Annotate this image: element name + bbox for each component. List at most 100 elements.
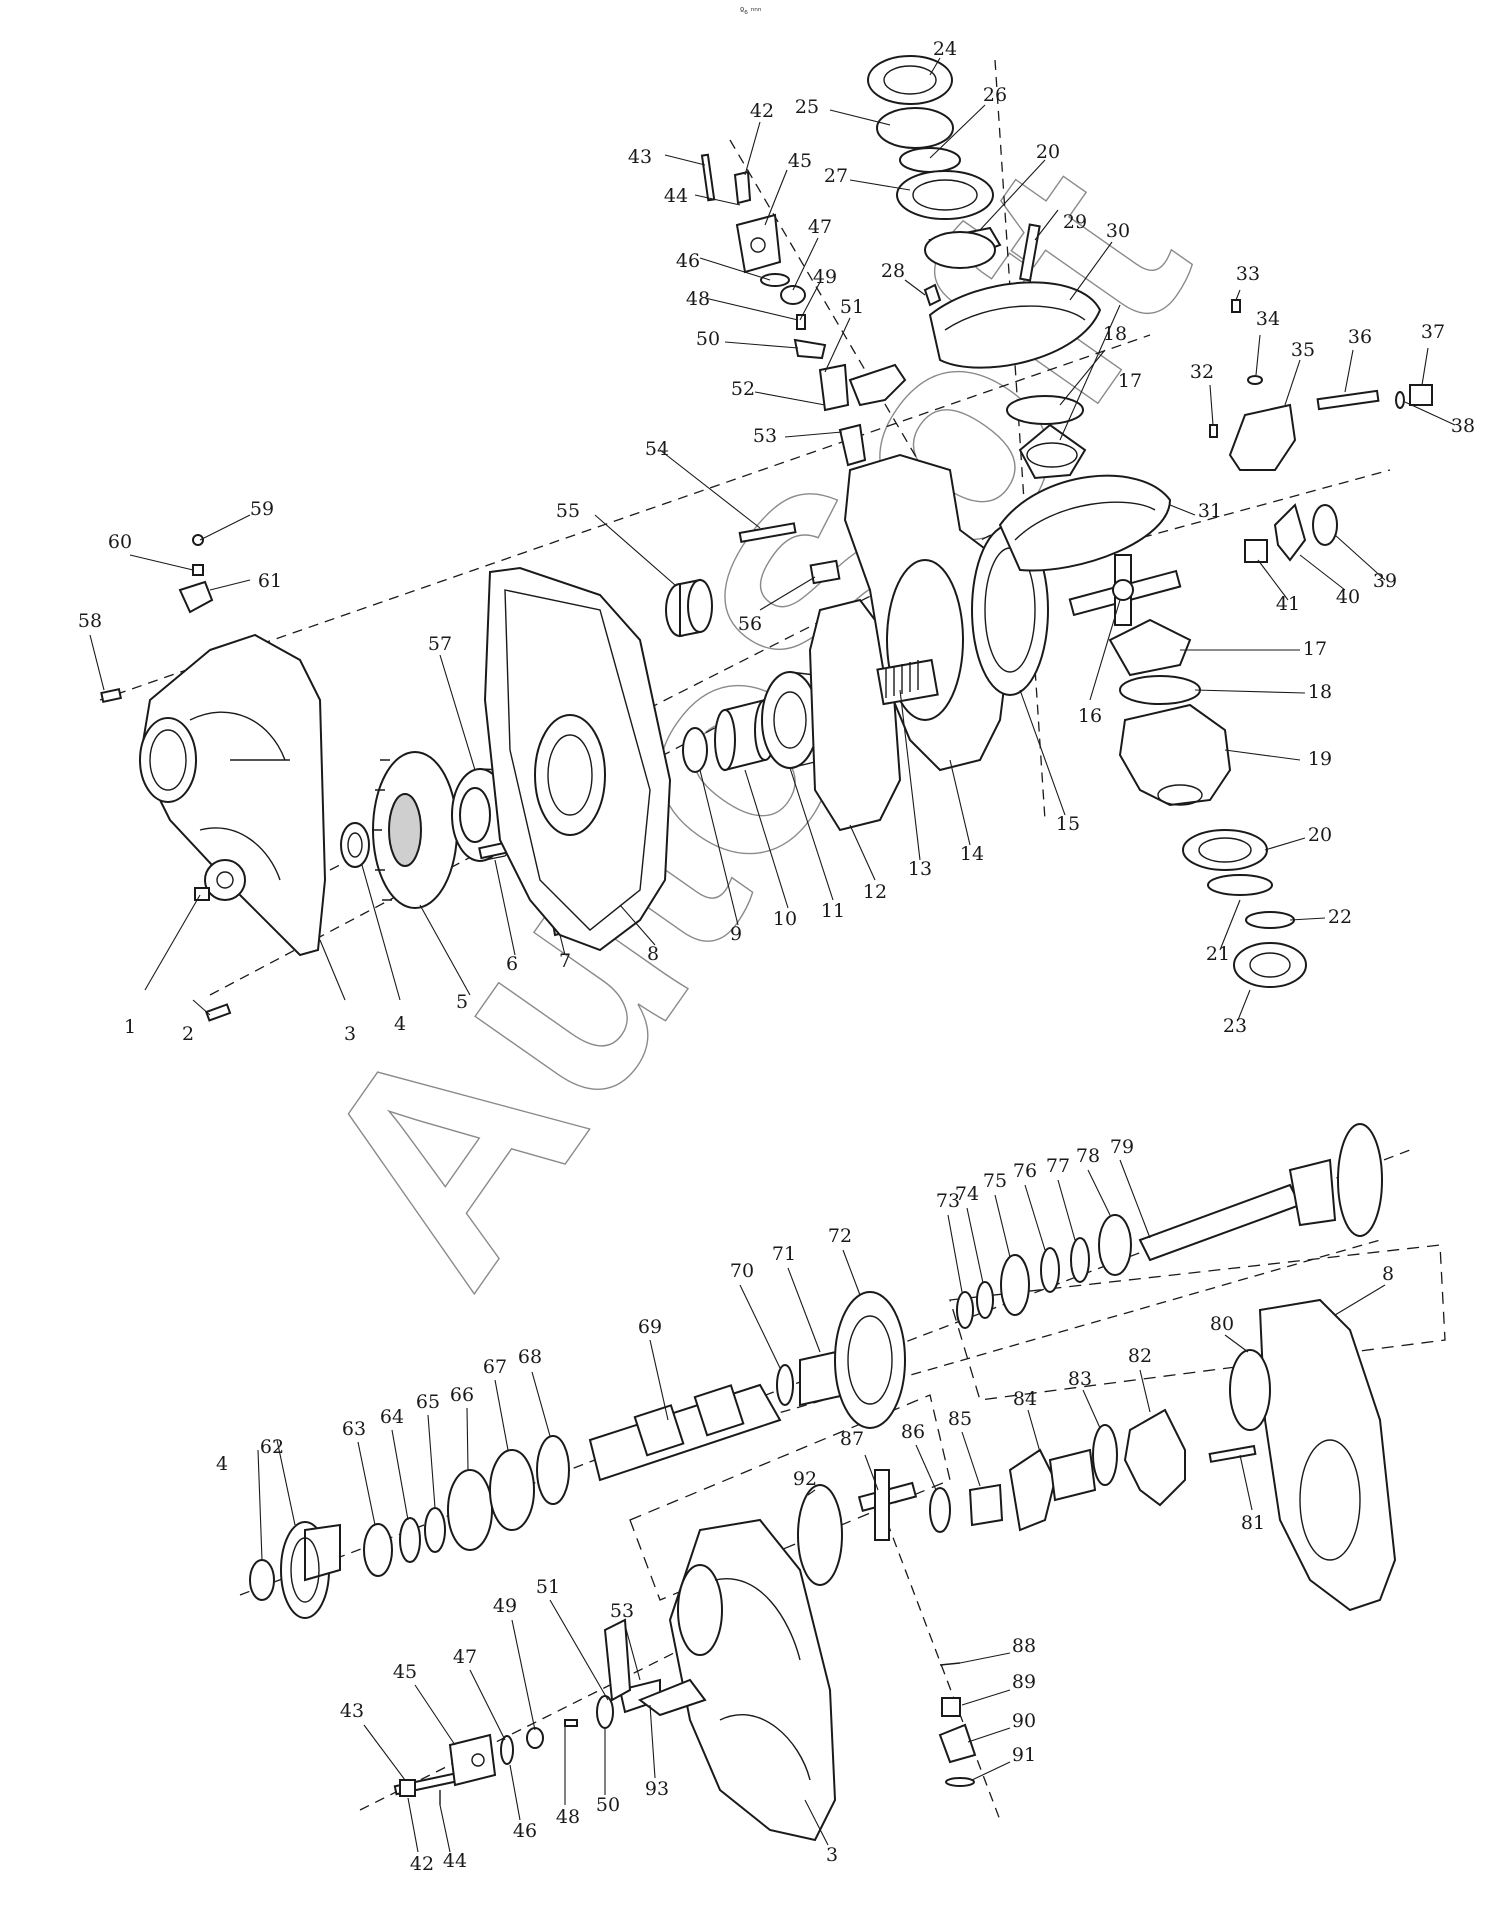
callout-label: 77 <box>1046 1155 1070 1177</box>
callout-label: 24 <box>933 38 957 60</box>
callout-label: 60 <box>108 531 132 553</box>
callout-label: 7 <box>559 950 571 972</box>
side-gear-17-part <box>1018 423 1087 480</box>
callout-label: 58 <box>78 610 102 632</box>
callout-label: 91 <box>1012 1744 1036 1766</box>
callout-label: 9 <box>730 923 742 945</box>
callout-label: 48 <box>556 1806 580 1828</box>
callout-label: 54 <box>645 438 669 460</box>
callout-label: 18 <box>1308 681 1332 703</box>
callout-label: 53 <box>753 425 777 447</box>
callout-label: 31 <box>1198 500 1222 522</box>
gear-84-part <box>1008 1448 1097 1532</box>
callout-label: 20 <box>1036 141 1060 163</box>
callout-label: 51 <box>840 296 864 318</box>
front-cover-part <box>138 633 327 957</box>
callout-label: 55 <box>556 500 580 522</box>
fork-35-part <box>1228 403 1297 471</box>
callout-label: 35 <box>1291 339 1315 361</box>
callout-label: 4 <box>394 1013 406 1035</box>
clip-38-part <box>1395 391 1405 409</box>
callout-label: 84 <box>1013 1388 1037 1410</box>
callout-label: 56 <box>738 613 762 635</box>
lower-diff-stack-part <box>1108 618 1307 988</box>
ring-64-part <box>399 1517 421 1563</box>
callout-label: 57 <box>428 633 452 655</box>
ring-65-part <box>424 1507 446 1553</box>
callout-label: 30 <box>1106 220 1130 242</box>
callout-label: 86 <box>901 1421 925 1443</box>
callout-label: 62 <box>260 1436 284 1458</box>
callout-label: 42 <box>410 1853 434 1875</box>
center-housing-8b-part <box>1258 1298 1397 1612</box>
callout-label: 4 <box>216 1453 228 1475</box>
long-bolt-part <box>738 522 797 543</box>
callout-label: 65 <box>416 1391 440 1413</box>
front-cover-3b-part <box>668 1518 837 1842</box>
callout-label: 18 <box>1103 323 1127 345</box>
pinion-40-part <box>1273 503 1307 562</box>
callout-label: 45 <box>788 150 812 172</box>
bearing-75-part <box>1000 1254 1030 1316</box>
callout-label: 20 <box>1308 824 1332 846</box>
callout-label: 53 <box>610 1600 634 1622</box>
callout-label: 38 <box>1451 415 1475 437</box>
callout-label: 68 <box>518 1346 542 1368</box>
plug-part <box>194 887 210 901</box>
callout-label: 17 <box>1303 638 1327 660</box>
sleeve-56-part <box>809 559 841 585</box>
callout-label: 39 <box>1373 570 1397 592</box>
callout-label: 16 <box>1078 705 1102 727</box>
callout-label: 90 <box>1012 1710 1036 1732</box>
callout-label: 1 <box>124 1016 136 1038</box>
cross-87-part <box>857 1469 918 1541</box>
gear-72-part <box>834 1291 906 1429</box>
shaft-36-part <box>1316 389 1380 411</box>
callout-label: 5 <box>456 991 468 1013</box>
callout-label: 12 <box>863 881 887 903</box>
callout-label: 49 <box>493 1595 517 1617</box>
flange-62-part <box>280 1521 341 1619</box>
callout-label: 43 <box>340 1700 364 1722</box>
callout-label: 83 <box>1068 1368 1092 1390</box>
shift-mechanism-part <box>700 153 907 467</box>
cover-82-part <box>1123 1408 1186 1507</box>
center-housing-part <box>483 566 672 952</box>
callout-label: 2 <box>182 1023 194 1045</box>
bushing-37-part <box>1409 384 1433 406</box>
callout-label: 10 <box>773 908 797 930</box>
callout-label: 19 <box>1308 748 1332 770</box>
seal-55-part <box>665 578 713 638</box>
screw-33-part <box>1231 299 1241 313</box>
sensor-part <box>178 534 214 614</box>
callout-label: 52 <box>731 378 755 400</box>
callout-label: 26 <box>983 84 1007 106</box>
top-mark: º₆ ⁿⁿⁿ <box>740 7 762 17</box>
callout-label: 29 <box>1063 211 1087 233</box>
washer-92-part <box>797 1484 843 1586</box>
callout-label: 42 <box>750 100 774 122</box>
callout-label: 40 <box>1336 586 1360 608</box>
cross-shaft-16-part <box>1068 554 1182 626</box>
washer-39-part <box>1312 504 1338 546</box>
callout-label: 93 <box>645 1778 669 1800</box>
callout-label: 17 <box>1118 370 1142 392</box>
bearing-78-part <box>1098 1214 1132 1276</box>
callout-label: 44 <box>664 185 688 207</box>
bearing-66-part <box>447 1469 493 1551</box>
callout-label: 15 <box>1056 813 1080 835</box>
dowel-pin-part <box>100 688 123 703</box>
callout-labels: 1 2 3 4 5 6 7 8 9 10 11 12 13 14 15 16 1… <box>78 38 1475 1875</box>
ring-gear-part <box>998 474 1172 572</box>
ring-74-part <box>976 1281 994 1319</box>
group-box-upper <box>949 1244 1446 1401</box>
callout-label: 79 <box>1110 1136 1134 1158</box>
sleeve-part <box>714 698 776 772</box>
bearing-67-part <box>489 1449 535 1531</box>
lower-assembly <box>239 1123 1446 1842</box>
callout-label: 47 <box>453 1646 477 1668</box>
callout-label: 6 <box>506 953 518 975</box>
callout-label: 69 <box>638 1316 662 1338</box>
callout-label: 73 <box>936 1190 960 1212</box>
